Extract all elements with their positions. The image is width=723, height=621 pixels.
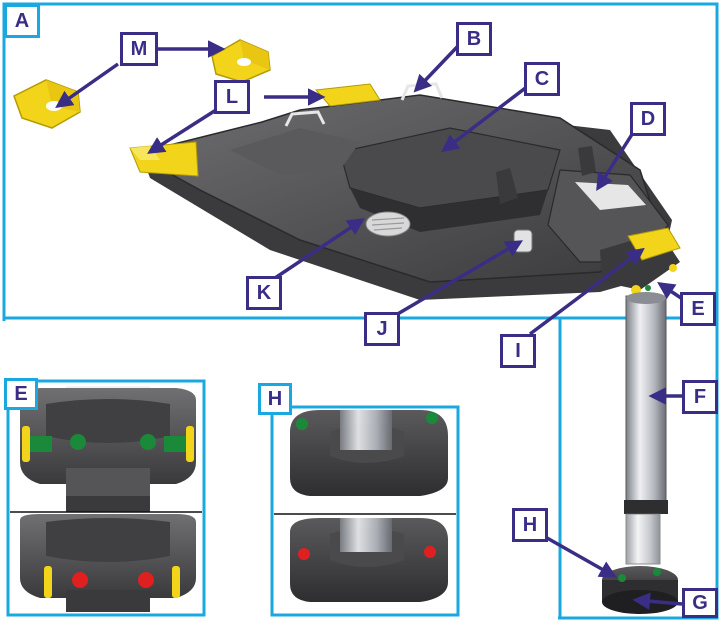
label-g: G (682, 588, 718, 618)
panel-e-title: E (4, 378, 38, 410)
panel-e-green-dot-left (70, 434, 86, 450)
panel-h-green-dot-right (426, 412, 438, 424)
panel-h-red-dot-right (424, 546, 436, 558)
panel-e-red-dot-right (138, 572, 154, 588)
leader-arrows (55, 40, 690, 610)
label-m: M (120, 32, 158, 66)
panel-h-content (274, 410, 456, 602)
label-i: I (500, 334, 536, 368)
panel-e-content (10, 386, 202, 612)
label-e: E (680, 292, 716, 326)
support-leg (602, 292, 678, 614)
panel-e-green-dot-right (140, 434, 156, 450)
label-k: K (246, 276, 282, 310)
isofix-base (140, 82, 681, 300)
panel-h-green-dot-left (296, 418, 308, 430)
panel-e-red-dot-left (72, 572, 88, 588)
isofix-guide-left (13, 79, 81, 129)
label-a: A (4, 4, 40, 38)
label-b: B (456, 22, 492, 56)
isofix-guide-right (211, 39, 271, 83)
label-c: C (524, 62, 560, 96)
panel-h-red-dot-left (298, 548, 310, 560)
label-f: F (682, 380, 718, 414)
label-h: H (512, 508, 548, 542)
label-j: J (364, 312, 400, 346)
panel-h-title: H (258, 383, 292, 415)
label-d: D (630, 102, 666, 136)
label-l: L (214, 80, 250, 114)
